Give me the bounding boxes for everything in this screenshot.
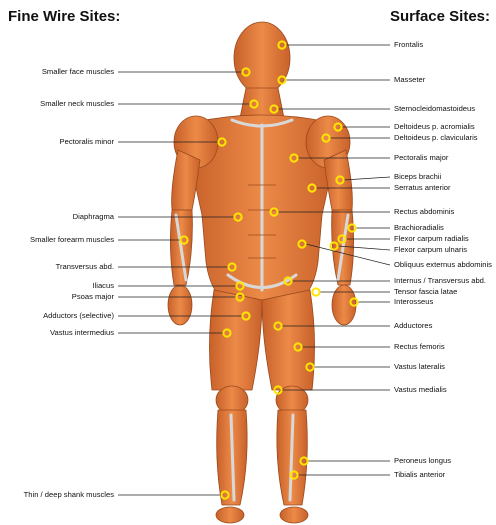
surface-site-label: Frontalis: [394, 40, 423, 50]
fine-wire-site-label: Transversus abd.: [56, 262, 114, 272]
surface-site-label: Rectus femoris: [394, 342, 445, 352]
fine-wire-site-label: Diaphragma: [73, 212, 114, 222]
surface-site-label: Serratus anterior: [394, 183, 451, 193]
surface-site-label: Brachioradialis: [394, 223, 444, 233]
fine-wire-site-label: Smaller neck muscles: [40, 99, 114, 109]
fine-wire-site-label: Pectoralis minor: [60, 137, 114, 147]
surface-site-label: Tibialis anterior: [394, 470, 445, 480]
surface-site-label: Deltoideus p. clavicularis: [394, 133, 478, 143]
surface-site-label: Deltoideus p. acromialis: [394, 122, 475, 132]
surface-site-label: Interosseus: [394, 297, 433, 307]
surface-site-label: Flexor carpum ulnaris: [394, 245, 467, 255]
fine-wire-site-label: Iliacus: [92, 281, 114, 291]
electrode-marker: [312, 288, 319, 295]
surface-site-label: Masseter: [394, 75, 425, 85]
surface-site-label: Rectus abdominis: [394, 207, 454, 217]
surface-site-label: Internus / Transversus abd.: [394, 276, 486, 286]
fine-wire-site-label: Vastus intermedius: [50, 328, 114, 338]
surface-site-label: Obliquus externus abdominis: [394, 260, 492, 270]
surface-site-label: Biceps brachii: [394, 172, 441, 182]
surface-site-label: Vastus medialis: [394, 385, 447, 395]
fine-wire-site-label: Smaller forearm muscles: [30, 235, 114, 245]
fine-wire-site-label: Smaller face muscles: [42, 67, 114, 77]
surface-site-label: Adductores: [394, 321, 432, 331]
fine-wire-site-label: Thin / deep shank muscles: [24, 490, 114, 500]
surface-site-label: Sternocleidomastoideus: [394, 104, 475, 114]
surface-site-label: Tensor fascia latae: [394, 287, 457, 297]
fine-wire-site-label: Psoas major: [72, 292, 114, 302]
surface-site-label: Pectoralis major: [394, 153, 448, 163]
surface-site-label: Peroneus longus: [394, 456, 451, 466]
surface-site-label: Flexor carpum radialis: [394, 234, 469, 244]
surface-site-label: Vastus lateralis: [394, 362, 445, 372]
fine-wire-site-label: Adductors (selective): [43, 311, 114, 321]
